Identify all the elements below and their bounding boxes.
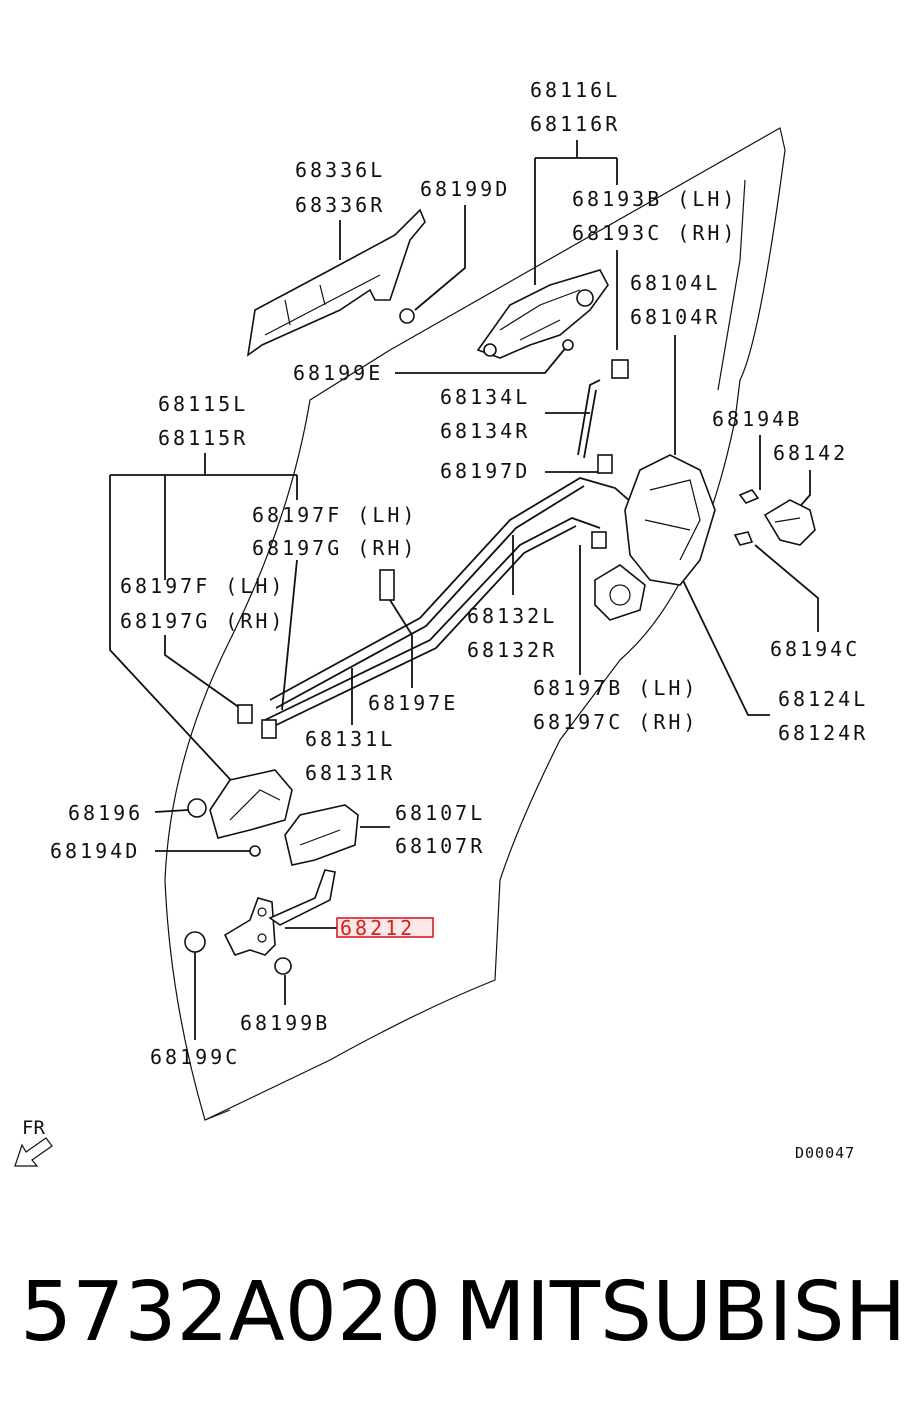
door-check-68212 <box>223 869 336 956</box>
drawing-code: D00047 <box>795 1144 855 1162</box>
label-68197F-upper: 68197F (LH) <box>252 503 417 527</box>
label-68115R: 68115R <box>158 426 248 450</box>
part-number-caption: 5732A020 <box>20 1265 441 1360</box>
outside-handle-assembly <box>476 269 609 359</box>
label-68196: 68196 <box>68 801 143 825</box>
label-68199D: 68199D <box>420 177 510 201</box>
label-68197B: 68197B (LH) <box>533 676 698 700</box>
leader-lines <box>109 140 819 1040</box>
label-68131R: 68131R <box>305 761 395 785</box>
label-68107L: 68107L <box>395 801 485 825</box>
door-latch-assembly <box>594 454 716 621</box>
label-68142: 68142 <box>773 441 848 465</box>
label-68116R: 68116R <box>530 112 620 136</box>
label-68104R: 68104R <box>630 305 720 329</box>
label-68134R: 68134R <box>440 419 530 443</box>
label-68336R: 68336R <box>295 193 385 217</box>
label-68199E: 68199E <box>293 361 383 385</box>
label-68336L: 68336L <box>295 158 385 182</box>
label-68197D: 68197D <box>440 459 530 483</box>
label-68132L: 68132L <box>467 604 557 628</box>
door-outline <box>164 127 786 1121</box>
label-68199B: 68199B <box>240 1011 330 1035</box>
direction-label: FR <box>22 1117 45 1139</box>
door-trim-bracket <box>246 208 426 357</box>
label-68194C: 68194C <box>770 637 860 661</box>
highlight-box-68212 <box>336 917 434 938</box>
part-labels: 68116L 68116R 68336L 68336R 68199D 68193… <box>50 78 868 1069</box>
label-68194D: 68194D <box>50 839 140 863</box>
front-direction-indicator: FR <box>14 1117 53 1167</box>
inside-handle <box>209 769 293 839</box>
fasteners <box>184 308 760 975</box>
label-68197E: 68197E <box>368 691 458 715</box>
label-68131L: 68131L <box>305 727 395 751</box>
label-68197G-upper: 68197G (RH) <box>252 536 417 560</box>
label-68107R: 68107R <box>395 834 485 858</box>
rods-and-cables <box>264 379 641 729</box>
label-68197F-lower: 68197F (LH) <box>120 574 285 598</box>
front-arrow-icon <box>14 1137 53 1167</box>
striker <box>763 499 816 546</box>
label-68124R: 68124R <box>778 721 868 745</box>
label-68197C: 68197C (RH) <box>533 710 698 734</box>
label-68193C: 68193C (RH) <box>572 221 737 245</box>
label-68212: 68212 <box>340 916 415 940</box>
label-68199C: 68199C <box>150 1045 240 1069</box>
label-68124L: 68124L <box>778 687 868 711</box>
label-68132R: 68132R <box>467 638 557 662</box>
brand-caption: MITSUBISHI <box>455 1265 909 1360</box>
label-68134L: 68134L <box>440 385 530 409</box>
label-68116L: 68116L <box>530 78 620 102</box>
label-68115L: 68115L <box>158 392 248 416</box>
inside-handle-cover <box>284 804 359 866</box>
label-68193B: 68193B (LH) <box>572 187 737 211</box>
label-68194B: 68194B <box>712 407 802 431</box>
label-68197G-lower: 68197G (RH) <box>120 609 285 633</box>
label-68104L: 68104L <box>630 271 720 295</box>
